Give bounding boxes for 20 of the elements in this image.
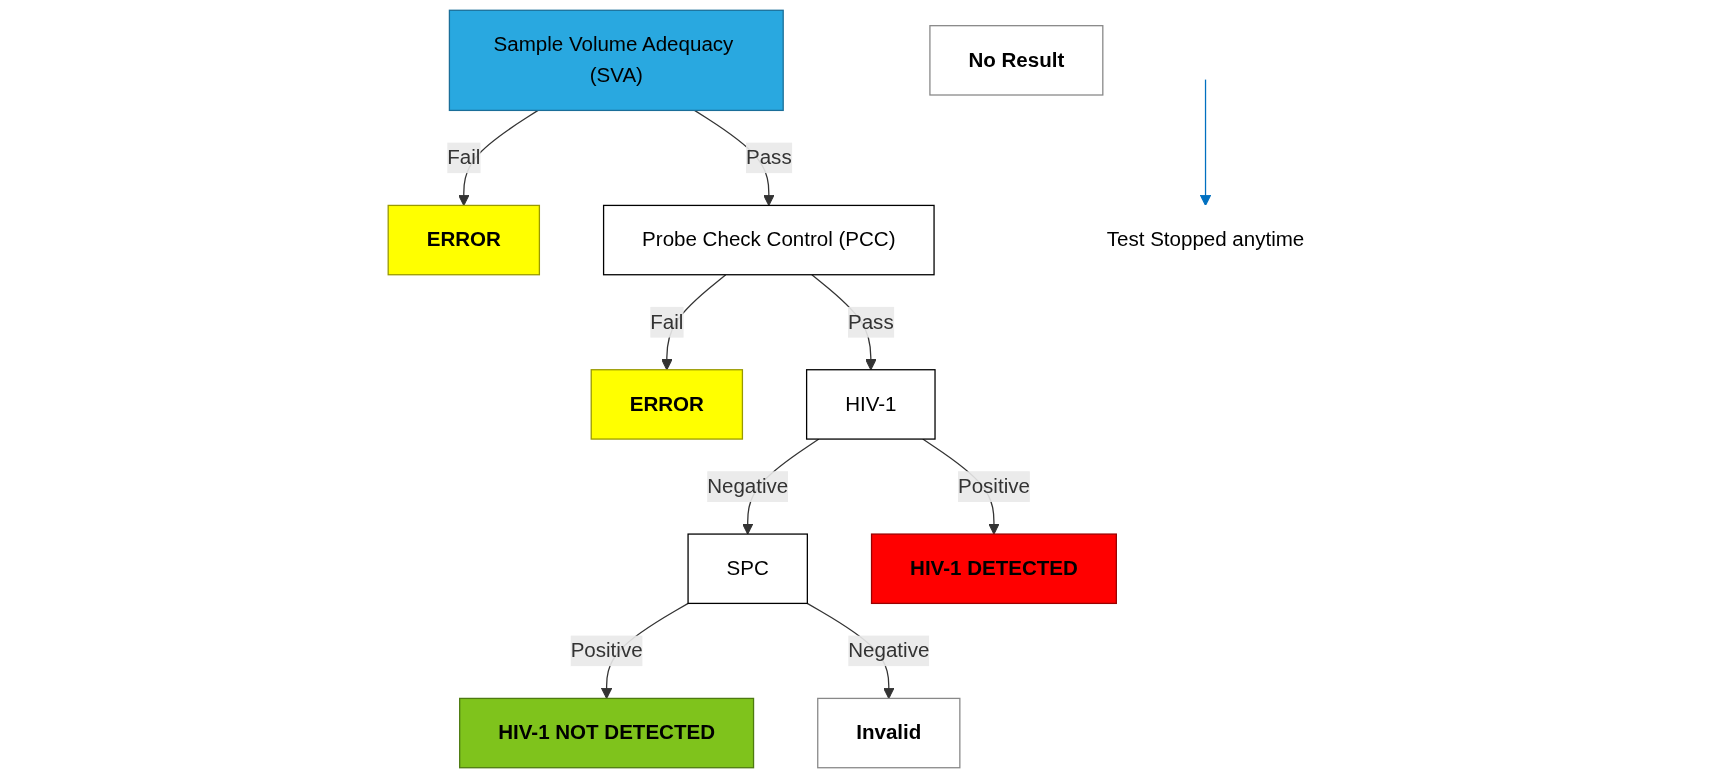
node-box: ERROR (387, 204, 541, 276)
node-box: ERROR (590, 369, 744, 440)
node-text: Test Stopped anytime (1106, 228, 1305, 251)
node-box: Sample Volume Adequacy (SVA) (448, 9, 784, 112)
node-box: HIV-1 DETECTED (870, 533, 1117, 605)
node-box: HIV-1 NOT DETECTED (459, 697, 755, 769)
edge-label: Positive (570, 639, 643, 662)
edge-label: Negative (848, 639, 930, 662)
node-box: Invalid (817, 697, 961, 769)
edge-label: Fail (447, 146, 481, 169)
node-box: No Result (929, 25, 1104, 96)
arrow (1199, 78, 1212, 206)
node-box: SPC (687, 533, 808, 605)
edge-label: Pass (745, 146, 792, 169)
node-box: Probe Check Control (PCC) (602, 204, 935, 276)
edge-label: Fail (650, 310, 684, 333)
node-box: HIV-1 (806, 369, 936, 440)
edge-label: Pass (847, 310, 894, 333)
edge-label: Positive (957, 475, 1030, 497)
edge-label: Negative (707, 475, 789, 497)
